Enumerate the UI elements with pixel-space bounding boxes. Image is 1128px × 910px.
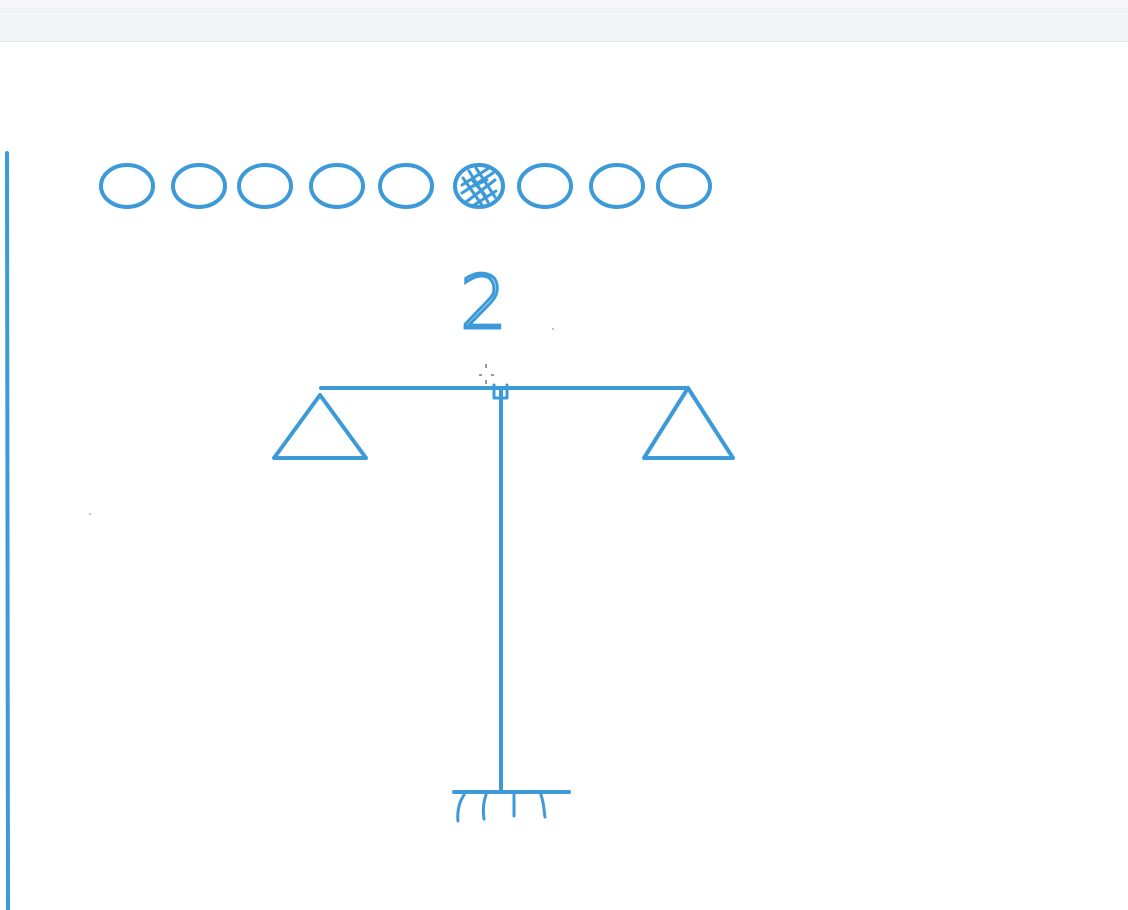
ball-9 [656,163,712,209]
balance-scale [272,383,735,823]
pointer-marker [479,364,494,384]
ball-4 [309,163,365,209]
ball-8 [589,163,645,209]
ball-3 [237,163,293,209]
ball-5 [378,163,434,209]
written-number: 2 [460,260,507,346]
toolbar [0,9,1128,50]
ball-1 [99,163,155,209]
left-margin-line [5,151,10,910]
ball-7 [517,163,573,209]
ground-hatching [456,793,547,823]
right-pan [642,386,735,460]
ball-row [99,163,712,209]
whiteboard-drawing: 2 [5,151,735,910]
left-pan [272,393,368,460]
ball-2 [171,163,227,209]
window-top-strip [0,0,1128,9]
stray-dot [552,328,554,330]
drawing-canvas[interactable]: 2 [0,42,1128,910]
marked-ball [453,163,505,209]
stray-dot [89,513,91,515]
